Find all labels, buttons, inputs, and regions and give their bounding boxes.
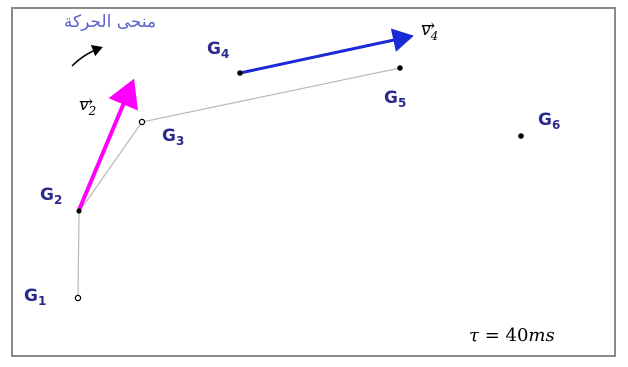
point-g2 [76, 208, 82, 214]
point-g1 [74, 294, 82, 302]
svg-text:v4: v4 [421, 20, 438, 43]
point-g5 [397, 65, 403, 71]
svg-text:→: → [421, 16, 435, 36]
label-g4: G4 [207, 39, 229, 61]
time-step-label: τ = 40ms [469, 325, 555, 346]
point-g6 [518, 133, 524, 139]
svg-text:v2: v2 [79, 95, 96, 118]
label-g5: G5 [384, 88, 406, 110]
velocity-vector-v4 [239, 28, 414, 75]
point-g4 [237, 70, 243, 76]
diagram-frame [11, 7, 616, 357]
point-g3 [138, 118, 146, 126]
trajectory-title: منحى الحركة [64, 12, 156, 32]
label-g3: G3 [162, 126, 184, 148]
label-g1: G1 [24, 286, 46, 308]
svg-text:→: → [79, 92, 93, 112]
vector-label-v2: → v2 [79, 92, 96, 118]
trajectory-line [77, 67, 401, 299]
label-g6: G6 [538, 110, 560, 132]
vector-label-v4: → v4 [421, 16, 438, 43]
label-g2: G2 [40, 185, 62, 207]
velocity-vector-v2 [77, 78, 139, 211]
curve-arrow-icon [71, 45, 103, 67]
